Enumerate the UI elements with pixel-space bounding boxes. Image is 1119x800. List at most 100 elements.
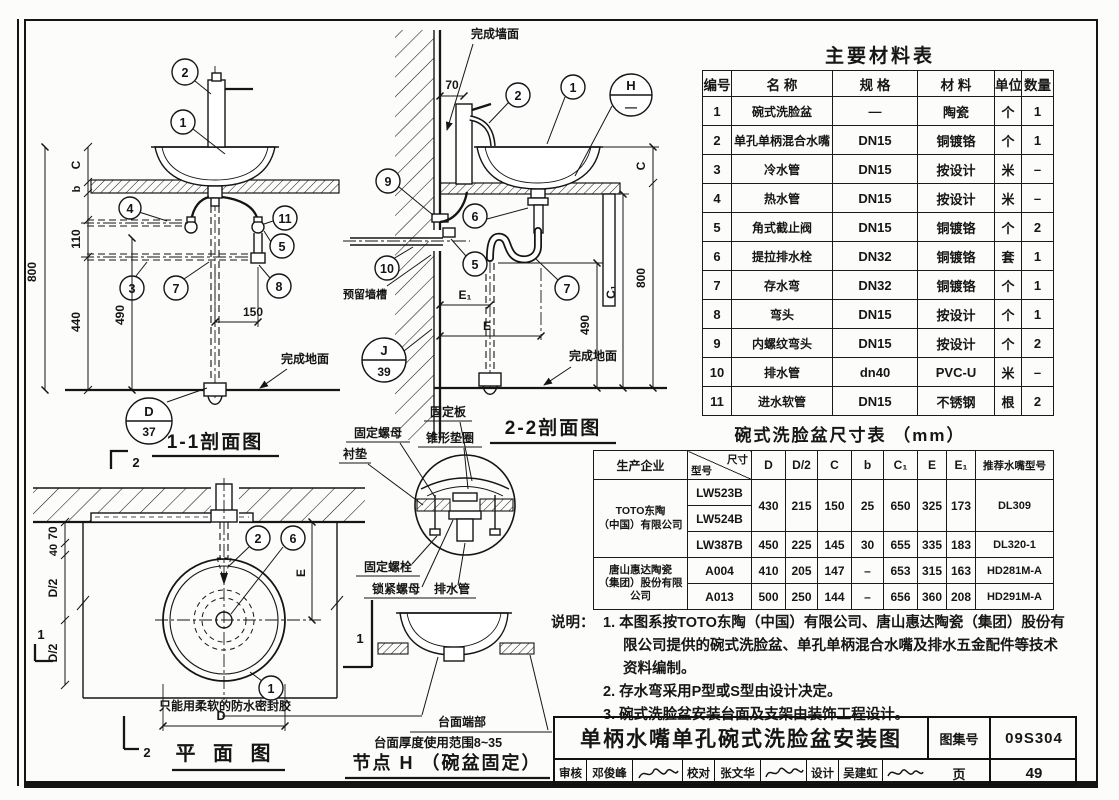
cell-unit: 个 [994, 125, 1022, 155]
cell-material: 按设计 [917, 299, 995, 329]
callout-10: 10 [374, 246, 414, 281]
dim-d2a: D/2 [46, 578, 60, 597]
section-marker-1 [33, 644, 53, 663]
detail-bubble-J39: J 39 [361, 328, 433, 383]
svg-text:1: 1 [570, 81, 577, 95]
cell-unit: 米 [994, 183, 1022, 213]
counter-stub-right [499, 642, 535, 655]
cell-unit: 米 [994, 154, 1022, 184]
cell-unit: 个 [994, 96, 1022, 126]
table-row: 2 单孔单柄混合水嘴 DN15 铜镀铬 个 1 [702, 125, 1054, 155]
section-marker-1 [343, 600, 374, 669]
cell: 650 [883, 479, 918, 532]
cell-unit: 套 [994, 241, 1022, 271]
cell: 147 [817, 557, 852, 584]
cell-spec: DN15 [832, 212, 918, 242]
signature-scribble [633, 760, 683, 786]
cell-material: 铜镀铬 [917, 270, 995, 300]
cell-no: 8 [702, 299, 732, 329]
callout-2: 2 [228, 525, 271, 567]
spout-arrow [220, 573, 228, 585]
cell: HD291M-A [975, 583, 1054, 610]
cell-spec: — [832, 96, 918, 126]
spout-outline [216, 557, 232, 582]
cell: 144 [817, 583, 852, 610]
callout-8: 8 [258, 264, 292, 299]
svg-text:7: 7 [564, 282, 571, 296]
cell-spec: DN15 [832, 183, 918, 213]
wall-hatch [395, 30, 434, 440]
callout-7: 7 [163, 261, 210, 301]
dim-40: 40 [48, 544, 60, 556]
lock-nut-part [448, 510, 482, 520]
cell: 335 [917, 531, 947, 558]
cell-name: 冷水管 [731, 154, 833, 184]
callout-11: 11 [263, 205, 298, 231]
dim-e: E [483, 319, 491, 333]
fixing-bolt-label: 固定螺栓 [364, 559, 412, 574]
col-c: C [817, 450, 852, 480]
table-row: 5 角式截止阀 DN15 铜镀铬 个 2 [702, 212, 1054, 242]
callout-9: 9 [375, 168, 434, 216]
callout-2: 2 [171, 58, 212, 95]
callout-7: 7 [535, 258, 580, 301]
reviewer-role: 设计 [807, 760, 839, 786]
cell-spec: DN15 [832, 154, 918, 184]
dim-70: 70 [445, 78, 459, 92]
drain-sketch [443, 646, 465, 662]
cell-name: 存水弯 [731, 270, 833, 300]
faucet [455, 103, 473, 185]
table-row: TOTO东陶（中国）有限公司 LW523B 430 215 150 25 650… [593, 479, 1054, 558]
dim-c: C [634, 161, 648, 170]
drain-pipe-label: 排水管 [434, 581, 470, 596]
reviewer-name: 吴建虹 [839, 760, 883, 786]
col-e1: E₁ [946, 450, 976, 480]
note-item: 1. 本图系按TOTO东陶（中国）有限公司、唐山惠达陶瓷（集团）股份有限公司提供… [603, 615, 1065, 677]
callout-5: 5 [450, 238, 488, 277]
cell-qty: 1 [1021, 270, 1054, 300]
reviewer-role: 审核 [555, 760, 587, 786]
cell-qty: 2 [1021, 212, 1054, 242]
cell-no: 11 [702, 386, 732, 416]
cell-spec: DN15 [832, 386, 918, 416]
cell: 215 [785, 479, 818, 532]
callout-6: 6 [230, 525, 306, 615]
drawing-title: 单柄水嘴单孔碗式洗脸盆安装图 [555, 718, 929, 760]
cell: 208 [946, 583, 976, 610]
svg-text:—: — [625, 100, 637, 114]
cell-qty: 1 [1021, 125, 1054, 155]
dim-b: b [71, 185, 83, 192]
svg-text:2: 2 [182, 66, 189, 80]
manufacturer-header: 生产企业 [593, 450, 688, 480]
model-cell: A013 [687, 583, 752, 610]
cell-name: 角式截止阀 [731, 212, 833, 242]
model-cell: LW524B [687, 505, 752, 532]
cell-qty: 1 [1021, 96, 1054, 126]
corner-bottom: 型号 [691, 465, 712, 477]
manufacturer-cell: TOTO东陶（中国）有限公司 [593, 479, 688, 558]
floor-label: 完成地面 [569, 348, 617, 363]
cell-material: 铜镀铬 [917, 212, 995, 242]
drawing-node-h: 1 固定板 锥形垫圈 固定螺母 衬垫 固定螺栓 锁紧螺母 排水管 [159, 404, 552, 780]
cell-name: 单孔单柄混合水嘴 [731, 125, 833, 155]
cell-no: 3 [702, 154, 732, 184]
dim-800: 800 [25, 262, 39, 282]
cell-qty: 1 [1021, 241, 1054, 271]
corner-top: 尺寸 [727, 454, 748, 466]
svg-text:1: 1 [37, 627, 44, 642]
cell: 656 [883, 583, 918, 610]
signature-scribble [761, 760, 807, 786]
plan-title: 平 面 图 [175, 742, 276, 765]
groove-label: 预留墙槽 [343, 287, 387, 301]
table-row: 6 提拉排水栓 DN32 铜镀铬 套 1 [702, 241, 1054, 271]
cell: 360 [917, 583, 947, 610]
cell-unit: 米 [994, 357, 1022, 387]
cell-material: 铜镀铬 [917, 125, 995, 155]
cell-material: 按设计 [917, 328, 995, 358]
conical-washer-label: 锥形垫圈 [426, 430, 474, 445]
note-item: 3. 碗式洗脸盆安装台面及支架由装饰工程设计。 [603, 706, 910, 723]
angle-valve-right [251, 220, 265, 234]
table-row: A013 500 250 144 – 656 360 208 HD291M-A [594, 583, 1054, 610]
thickness-label: 台面厚度使用范围8~35 [374, 735, 502, 750]
cell-name: 弯头 [731, 299, 833, 329]
